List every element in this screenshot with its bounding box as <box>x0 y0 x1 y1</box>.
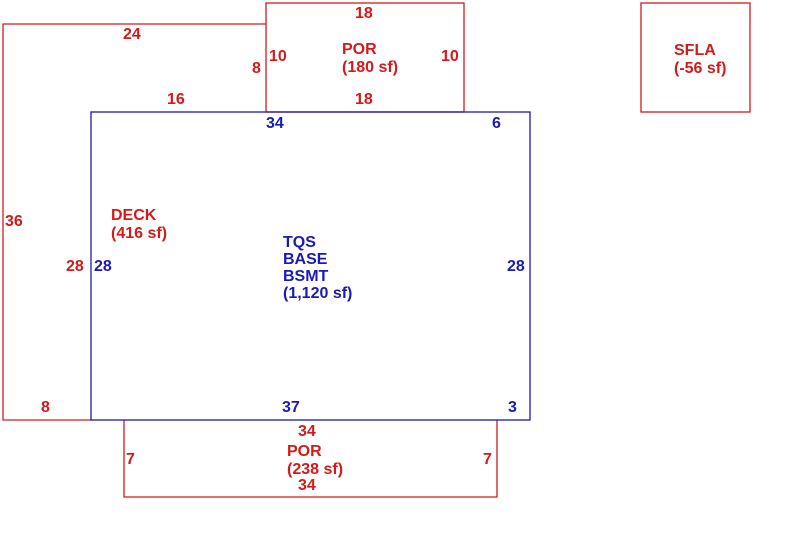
dim-base-top-left: 34 <box>266 115 284 132</box>
deck-area: (416 sf) <box>111 225 168 242</box>
sfla-name: SFLA <box>674 42 716 59</box>
porch-top-area: (180 sf) <box>342 59 399 76</box>
dim-base-right: 28 <box>507 258 525 275</box>
dim-porch-bottom-top: 34 <box>298 423 316 440</box>
dim-deck-inner-top: 16 <box>167 91 185 108</box>
deck-outline <box>2 23 266 421</box>
base-outline <box>90 111 531 421</box>
dim-base-bottom-right: 3 <box>508 399 517 416</box>
dim-base-left: 28 <box>94 258 112 275</box>
porch-bottom-outline <box>123 420 498 498</box>
base-line3: BSMT <box>283 268 329 285</box>
dim-base-bottom-left: 37 <box>282 399 300 416</box>
deck-name: DECK <box>111 207 157 224</box>
base-area: (1,120 sf) <box>283 285 353 302</box>
dim-porch-bottom-right: 7 <box>483 451 492 468</box>
dim-porch-top-right: 10 <box>441 48 459 65</box>
dim-porch-bottom-bottom: 34 <box>298 477 316 494</box>
dim-deck-right: 28 <box>66 258 84 275</box>
base-line2: BASE <box>283 251 328 268</box>
dim-deck-left: 36 <box>5 213 23 230</box>
sfla-area: (-56 sf) <box>674 60 727 77</box>
dim-porch-top-bottom: 18 <box>355 91 373 108</box>
dim-deck-top: 24 <box>123 26 141 43</box>
dim-porch-bottom-left: 7 <box>126 451 135 468</box>
dim-deck-bottom: 8 <box>41 399 50 416</box>
dim-base-top-right: 6 <box>492 115 501 132</box>
porch-bottom-name: POR <box>287 443 322 460</box>
dim-porch-top-left: 10 <box>269 48 287 65</box>
porch-top-name: POR <box>342 41 377 58</box>
porch-bottom-area: (238 sf) <box>287 461 344 478</box>
base-code: TQS <box>283 234 316 251</box>
dim-porch-top-top: 18 <box>355 5 373 22</box>
sfla-outline <box>640 2 751 113</box>
dim-deck-upper-step: 8 <box>252 60 261 77</box>
